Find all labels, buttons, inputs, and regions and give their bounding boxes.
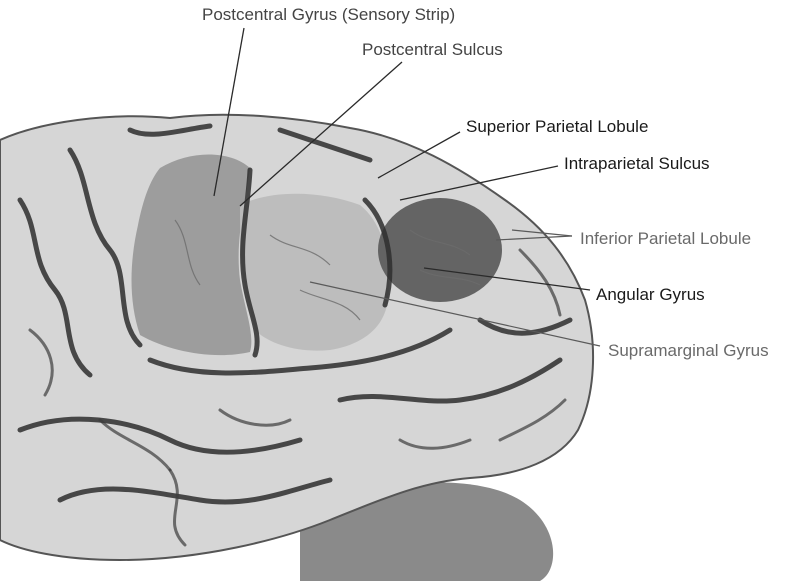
label-postcentral-sulcus: Postcentral Sulcus — [362, 40, 503, 59]
postcentral-gyrus-region — [131, 154, 252, 356]
leader-postcentral-gyrus — [213, 27, 245, 197]
leader-lines — [213, 27, 601, 347]
label-superior-parietal-lobule: Superior Parietal Lobule — [466, 117, 648, 136]
leader-inferior-parietal-lobule-b — [511, 229, 573, 237]
label-supramarginal-gyrus: Supramarginal Gyrus — [608, 341, 769, 360]
label-inferior-parietal-lobule: Inferior Parietal Lobule — [580, 229, 751, 248]
leader-angular-gyrus — [423, 267, 591, 291]
supramarginal-gyrus-region — [240, 193, 390, 351]
label-angular-gyrus: Angular Gyrus — [596, 285, 705, 304]
leader-inferior-parietal-lobule-a — [495, 235, 573, 241]
label-postcentral-gyrus: Postcentral Gyrus (Sensory Strip) — [202, 5, 455, 24]
leader-supramarginal-gyrus — [309, 281, 601, 347]
leader-postcentral-sulcus — [239, 61, 403, 207]
leader-superior-parietal-lobule — [377, 131, 461, 179]
label-intraparietal-sulcus: Intraparietal Sulcus — [564, 154, 710, 173]
gyral-folds — [17, 123, 573, 547]
angular-gyrus-region — [378, 198, 502, 302]
leader-intraparietal-sulcus — [399, 165, 559, 201]
